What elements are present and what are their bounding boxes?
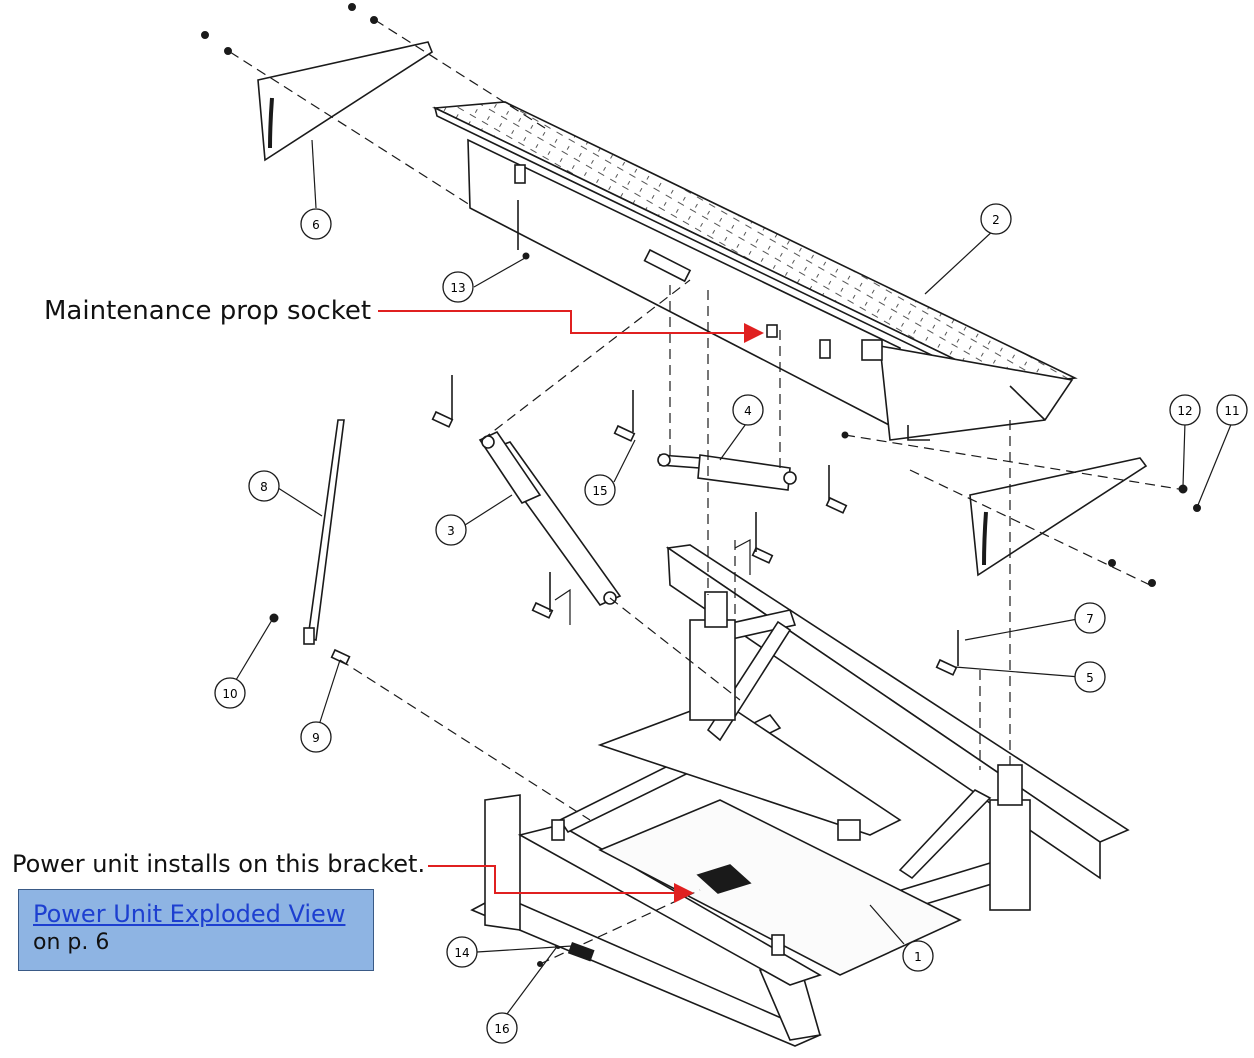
part-balloon-10: 10 (214, 677, 246, 709)
balloon-label: 14 (454, 946, 469, 960)
pin-leaders (554, 539, 751, 625)
balloon-label: 12 (1177, 404, 1192, 418)
part-balloon-3: 3 (435, 514, 467, 546)
power-unit-note-box: Power Unit Exploded View on p. 6 (18, 889, 374, 971)
part-balloon-12: 12 (1169, 394, 1201, 426)
part-balloon-4: 4 (732, 394, 764, 426)
page-reference: on p. 6 (33, 930, 110, 955)
balloon-leaders (235, 139, 1233, 1015)
deck-plate (432, 101, 1078, 441)
part-balloon-11: 11 (1216, 394, 1248, 426)
balloon-label: 16 (494, 1022, 509, 1036)
part-balloon-8: 8 (248, 470, 280, 502)
part-balloon-13: 13 (442, 271, 474, 303)
part-balloon-9: 9 (300, 721, 332, 753)
base-frame (470, 544, 1130, 1047)
part-balloon-14: 14 (446, 936, 478, 968)
power-unit-exploded-view-link[interactable]: Power Unit Exploded View (33, 900, 346, 928)
balloon-label: 10 (222, 687, 237, 701)
balloon-label: 11 (1224, 404, 1239, 418)
balloon-label: 13 (450, 281, 465, 295)
prop-socket-callout: Maintenance prop socket (44, 296, 372, 326)
balloon-label: 15 (592, 484, 607, 498)
callout-leaders (378, 310, 764, 903)
balloon-label: 2 (992, 213, 1000, 227)
balloon-label: 7 (1086, 612, 1094, 626)
power-bracket-callout: Power unit installs on this bracket. (12, 850, 426, 878)
right-side-flap (969, 457, 1148, 577)
left-side-flap (257, 41, 433, 162)
balloon-label: 9 (312, 731, 320, 745)
balloon-label: 6 (312, 218, 320, 232)
part-balloon-6: 6 (300, 208, 332, 240)
part-balloon-7: 7 (1074, 602, 1106, 634)
assembly-lines (229, 19, 1186, 965)
lip-cylinder (657, 453, 797, 491)
part-balloon-15: 15 (584, 474, 616, 506)
part-balloon-1: 1 (902, 940, 934, 972)
balloon-label: 3 (447, 524, 455, 538)
part-balloon-16: 16 (486, 1012, 518, 1044)
part-balloon-5: 5 (1074, 661, 1106, 693)
balloon-label: 5 (1086, 671, 1094, 685)
balloon-label: 1 (914, 950, 922, 964)
hardware (201, 3, 1201, 967)
balloon-label: 4 (744, 404, 752, 418)
maintenance-prop (303, 419, 345, 645)
pins (330, 375, 959, 676)
spring-part-14 (567, 942, 595, 962)
balloon-label: 8 (260, 480, 268, 494)
part-balloon-2: 2 (980, 203, 1012, 235)
